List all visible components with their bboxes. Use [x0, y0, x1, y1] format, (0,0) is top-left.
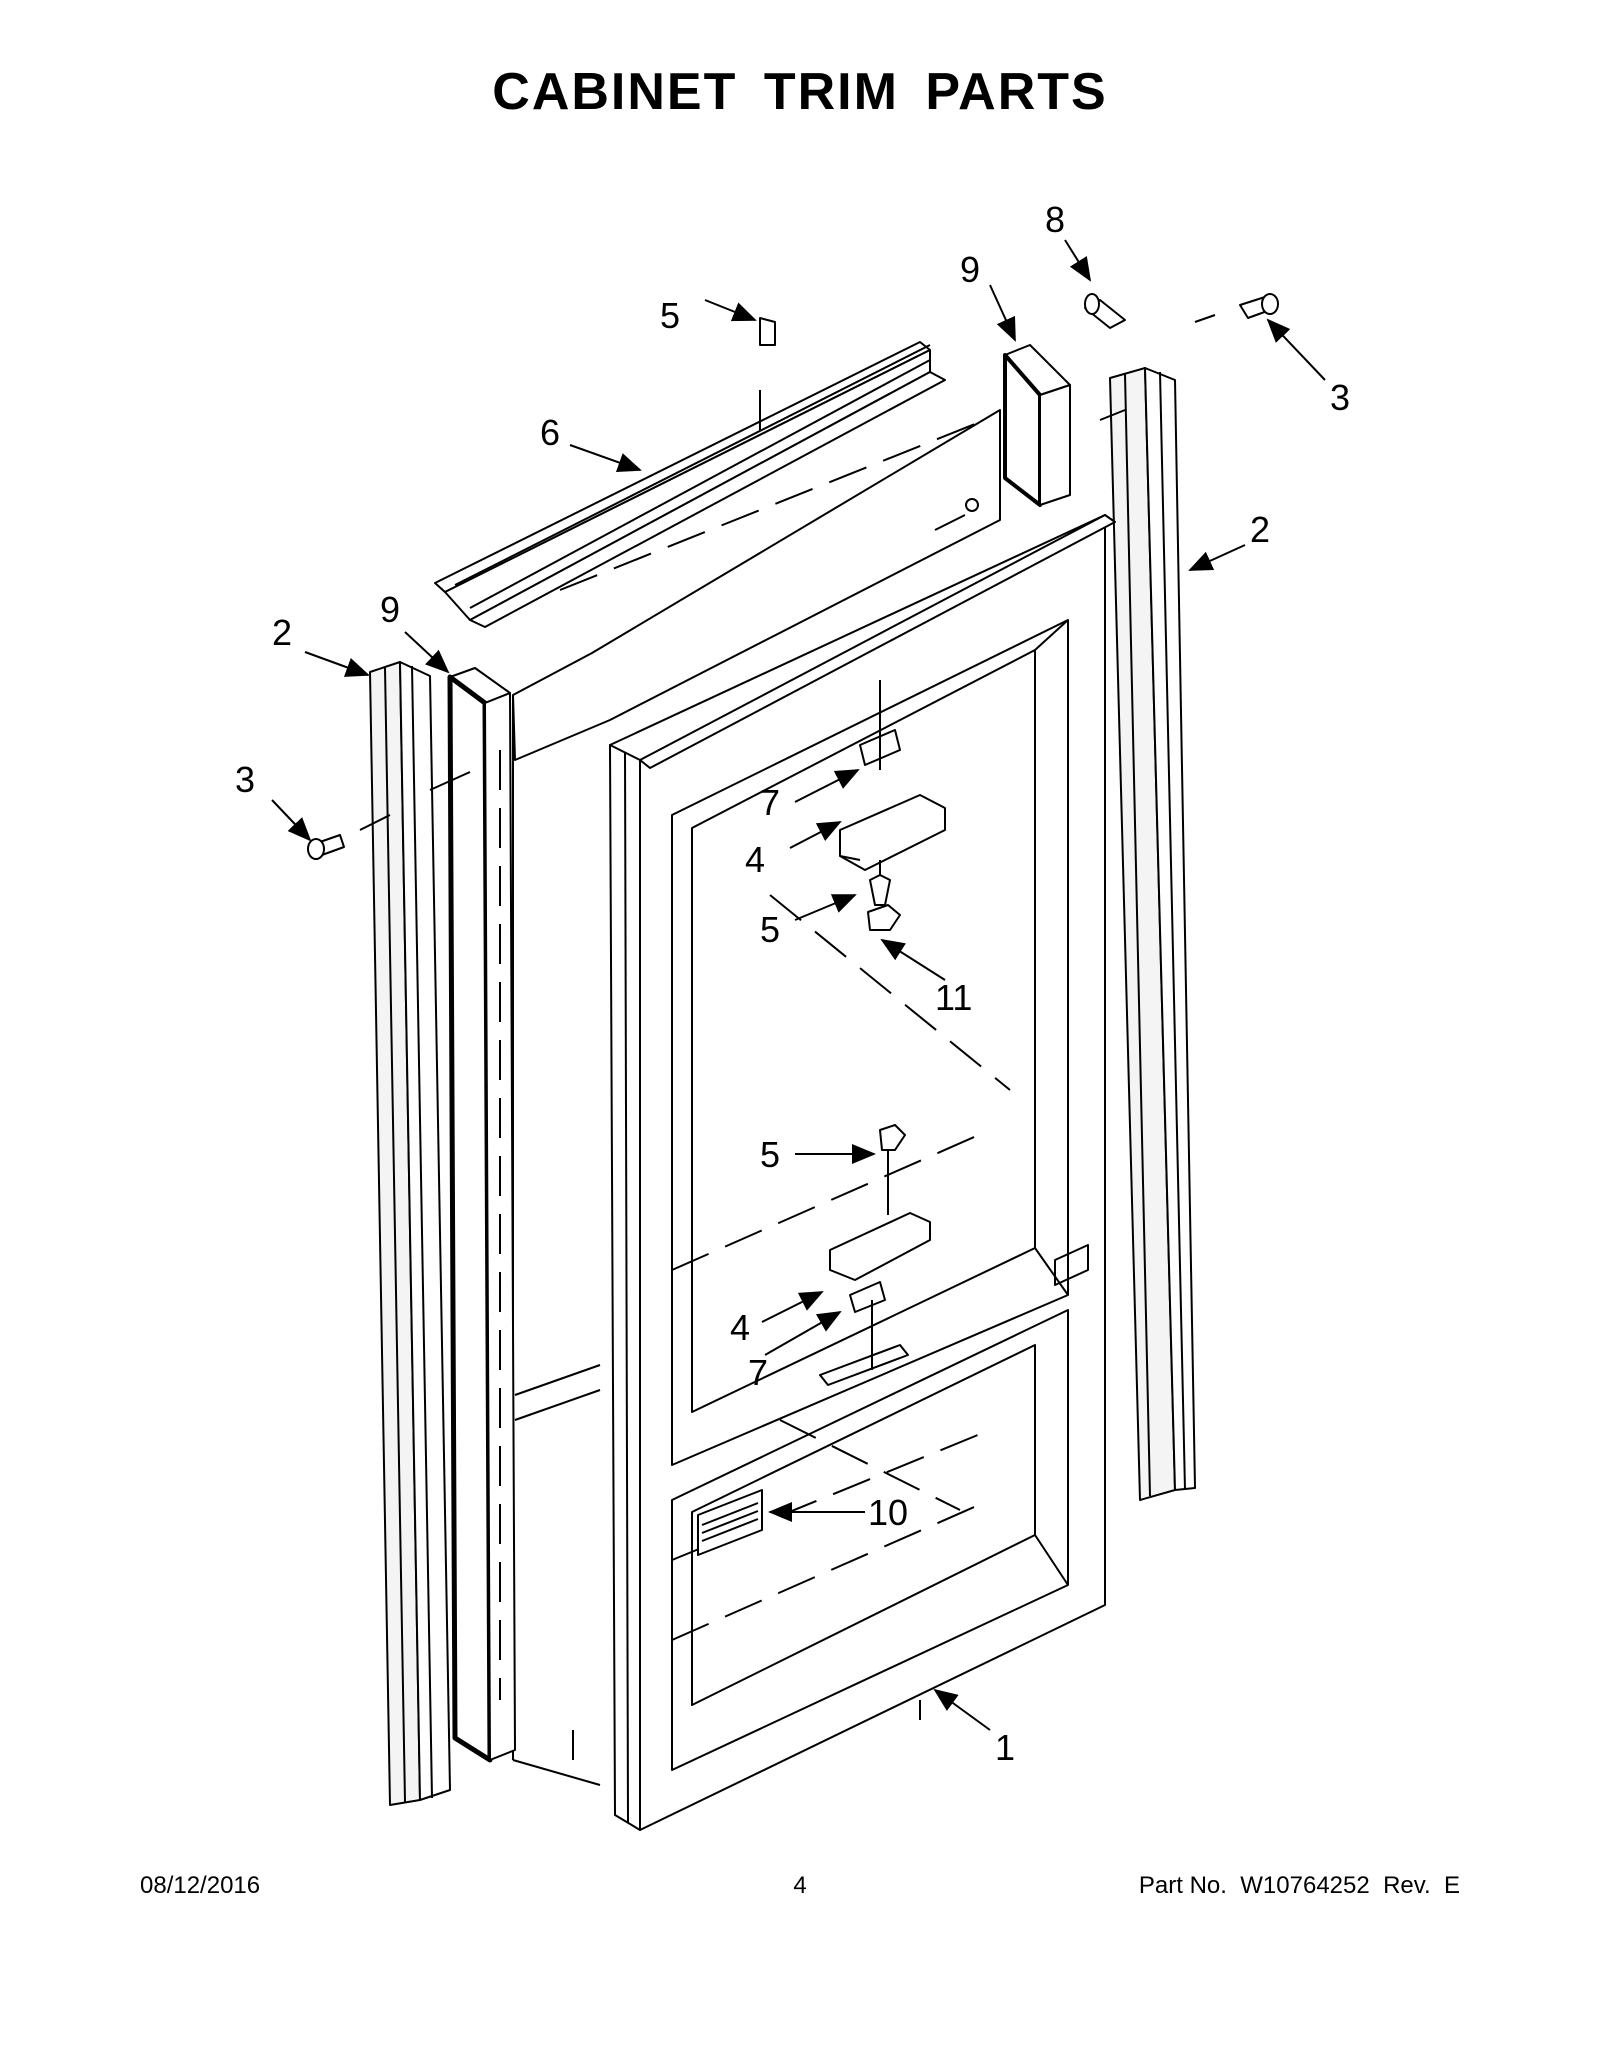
screws [307, 293, 1279, 860]
footer-part-number: Part No. W10764252 Rev. E [1139, 1872, 1460, 1900]
door-frame [609, 514, 1116, 1831]
callout-9-upper: 9 [960, 249, 980, 290]
lower-hinge-bracket [819, 1124, 931, 1386]
upper-hinge-bracket [839, 680, 946, 931]
callout-numbers: 8 9 5 3 6 2 2 9 3 7 4 5 11 5 4 7 10 1 [235, 199, 1350, 1768]
right-side-panel [1109, 367, 1196, 1501]
footer-date: 08/12/2016 [140, 1872, 261, 1899]
right-filler-block [1003, 344, 1071, 507]
rev-value: E [1443, 1872, 1460, 1899]
footer-page-number: 4 [793, 1872, 807, 1899]
part-no-label: Part No. [1138, 1872, 1227, 1899]
leader-arrows [271, 239, 1326, 1731]
callout-10: 10 [868, 1492, 908, 1533]
callout-7-lower: 7 [748, 1352, 768, 1393]
callout-1: 1 [995, 1727, 1015, 1768]
callout-8: 8 [1045, 199, 1065, 240]
callout-3-left: 3 [235, 759, 255, 800]
callout-4-upper: 4 [745, 839, 765, 880]
page-title: CABINET TRIM PARTS [492, 63, 1108, 121]
callout-11: 11 [935, 977, 972, 1018]
callout-3-right: 3 [1330, 377, 1350, 418]
left-filler-block [447, 667, 516, 1763]
callout-7-upper: 7 [760, 782, 780, 823]
callout-4-lower: 4 [730, 1307, 750, 1348]
callout-5-middle: 5 [760, 909, 780, 950]
callout-2-right: 2 [1250, 509, 1270, 550]
callout-2-left: 2 [272, 612, 292, 653]
callout-5-lower: 5 [760, 1134, 780, 1175]
top-trim-strip [434, 341, 946, 628]
callout-9-left: 9 [380, 589, 400, 630]
callout-5-top: 5 [660, 295, 680, 336]
callout-6: 6 [540, 412, 560, 453]
part-no-value: W10764252 [1240, 1872, 1370, 1899]
interior-dashed-lines [499, 417, 1011, 1720]
rev-label: Rev. [1383, 1872, 1431, 1899]
label-plate [697, 1489, 763, 1556]
left-side-panel [369, 661, 451, 1806]
